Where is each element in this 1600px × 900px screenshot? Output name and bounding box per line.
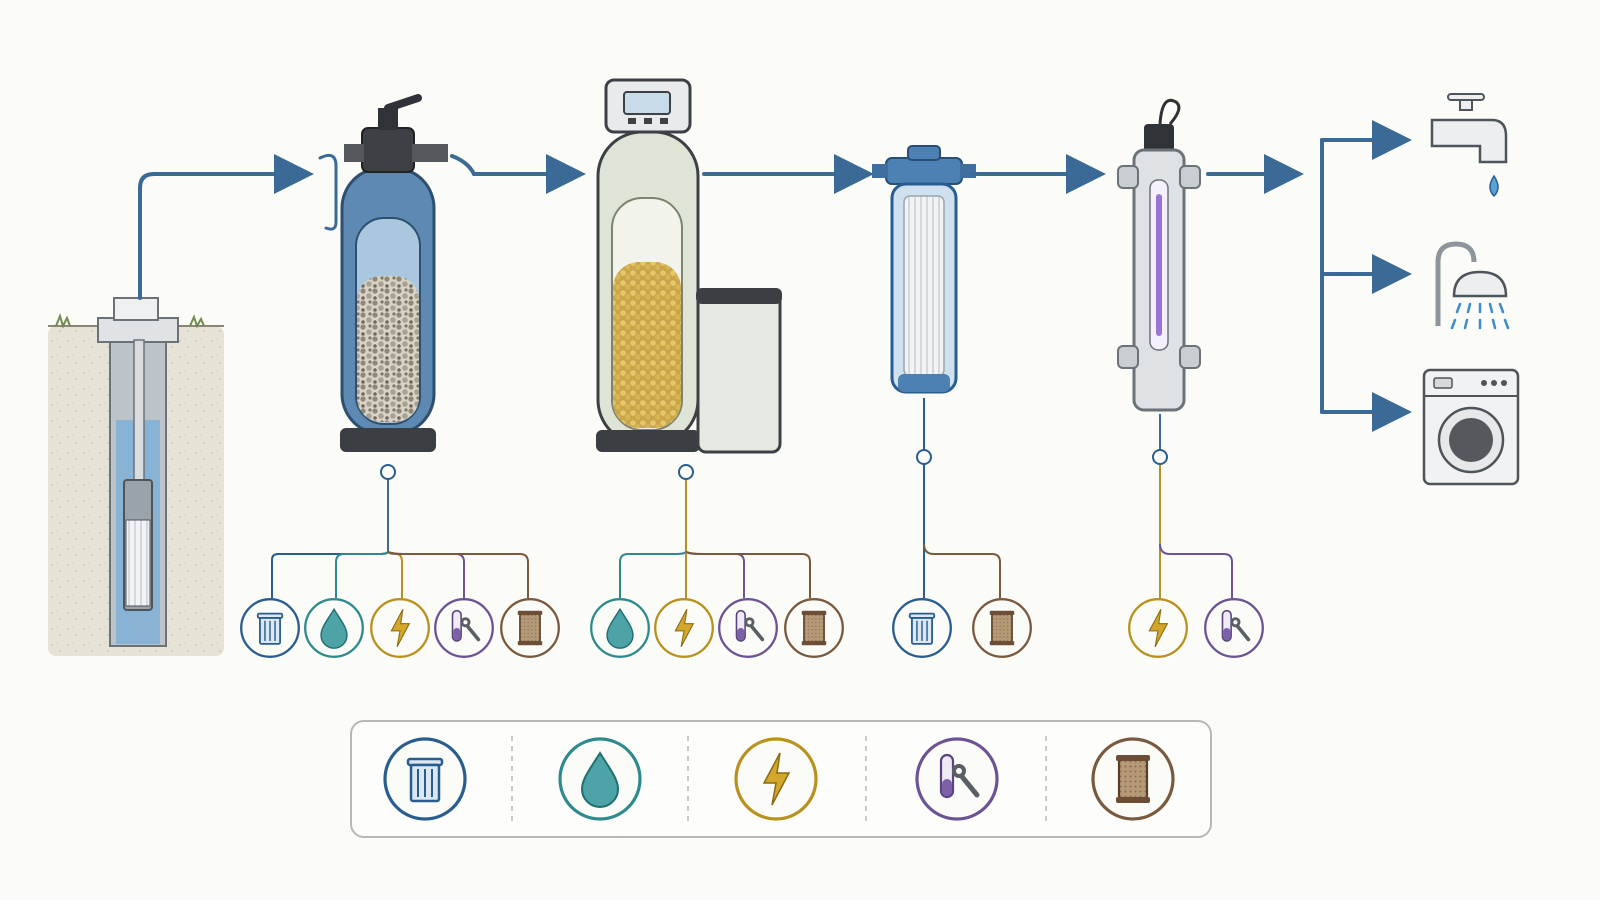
shower-icon [1435,241,1510,330]
washing-machine-icon [1422,368,1520,486]
cartridge-badges [892,598,1032,658]
cartridge-tap-node [916,449,932,465]
uv-badges [1128,598,1264,658]
pleated-cartridge [903,195,945,377]
legend-test-tube-wrench-icon [915,737,999,821]
sediment-tap-node [380,464,396,480]
test-tube-wrench-icon [718,598,778,658]
lightning-icon [370,598,430,658]
legend-lightning-icon [734,737,818,821]
uv-tap-node [1152,449,1168,465]
flow-arrow-sediment-to-softener [450,154,586,194]
water-softener [596,78,782,454]
sediment-badges [240,598,560,658]
legend-water-drop-icon [558,737,642,821]
well-cap [113,297,159,321]
lightning-icon [654,598,714,658]
uv-lamp [1156,194,1162,336]
softener-badges [590,598,844,658]
sediment-filter-tank [340,94,448,452]
lightning-icon [1128,598,1188,658]
legend-icons [383,736,1175,822]
legend-cartridge-icon [1091,737,1175,821]
filter-icon [240,598,300,658]
uv-sterilizer [1117,98,1201,412]
resin-media [613,262,681,428]
cartridge-icon [500,598,560,658]
cartridge-icon [784,598,844,658]
well-stage [48,297,224,656]
filter-icon [892,598,952,658]
test-tube-wrench-icon [1204,598,1264,658]
water-drop-icon [590,598,650,658]
gravel-media [357,276,419,422]
softener-tap-node [678,464,694,480]
main-flow [138,120,1412,432]
bypass-loop [318,153,338,231]
flow-arrow-well-to-sediment [138,154,314,300]
cartridge-filter-housing [872,145,976,394]
test-tube-wrench-icon [434,598,494,658]
cartridge-icon [972,598,1032,658]
legend-filter-icon [383,737,467,821]
water-drop-icon [304,598,364,658]
brine-tank [696,292,782,454]
control-valve [361,127,415,173]
faucet-icon [1430,93,1508,198]
